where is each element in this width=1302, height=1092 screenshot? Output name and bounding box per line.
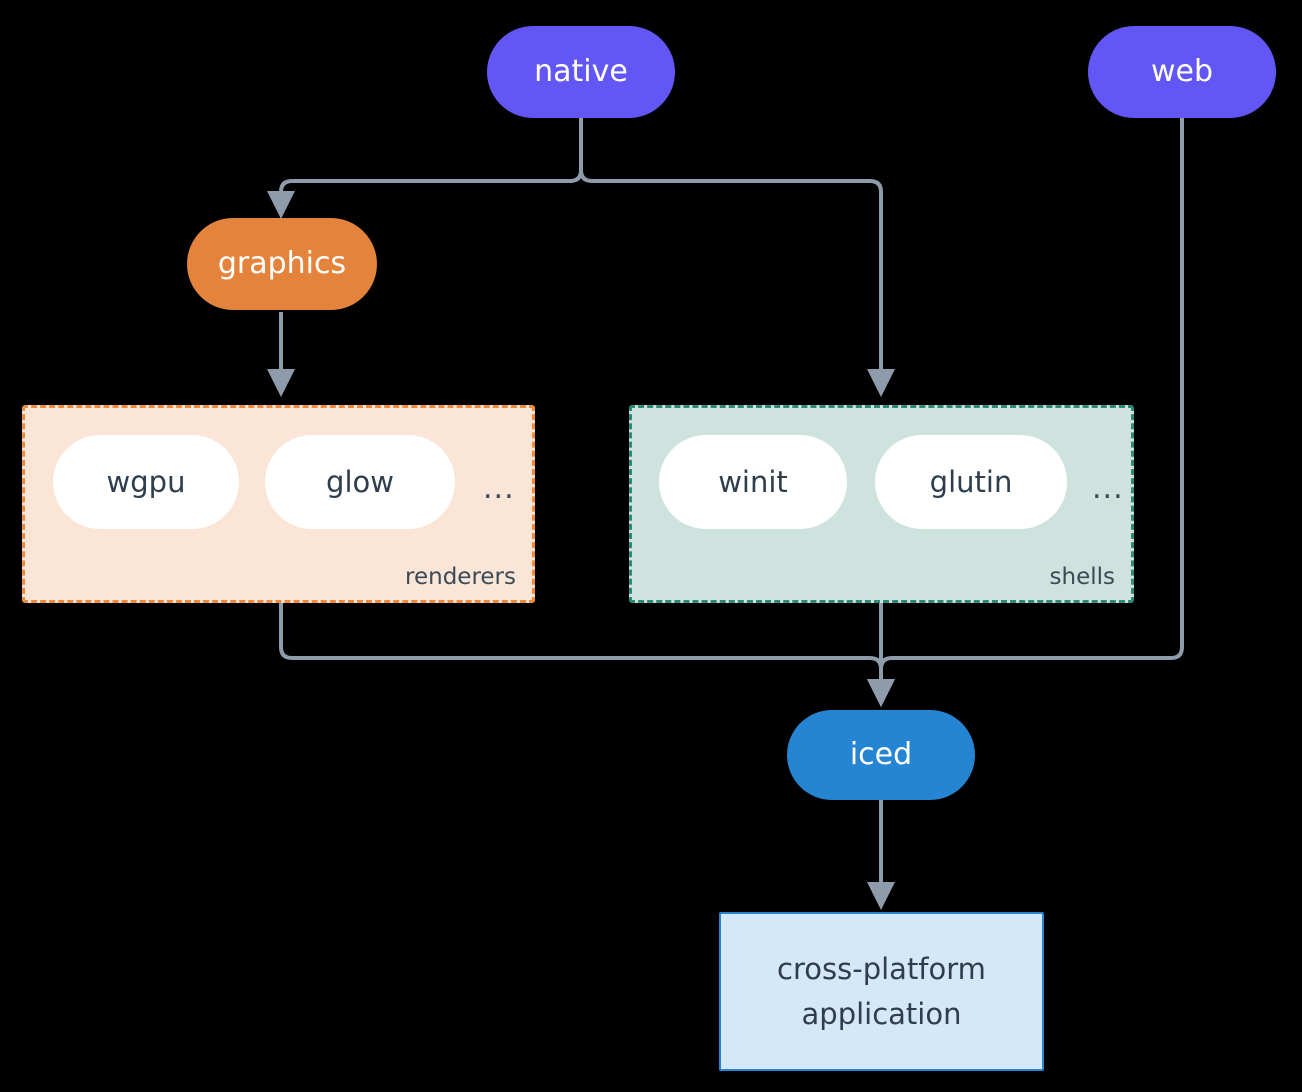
node-web[interactable]: web [1088,26,1276,118]
node-application-label-line2: application [801,996,962,1031]
cluster-renderers-item-glow-label: glow [326,465,394,499]
node-graphics-label: graphics [217,246,347,282]
edge-native-split [267,116,583,219]
cluster-renderers-item-wgpu[interactable]: wgpu [53,435,239,529]
node-graphics[interactable]: graphics [187,218,377,310]
cluster-shells-overflow-ellipsis: ... [1092,471,1124,506]
node-iced[interactable]: iced [787,710,975,800]
cluster-shells-item-winit-label: winit [718,465,788,499]
cluster-shells-item-glutin[interactable]: glutin [875,435,1067,529]
cluster-shells-item-glutin-label: glutin [929,465,1013,499]
node-web-label: web [1150,54,1214,90]
cluster-renderers-overflow-ellipsis: ... [483,471,515,506]
cluster-renderers-item-glow[interactable]: glow [265,435,455,529]
node-application-label-line1: cross-platform [777,951,986,986]
cluster-renderers-label: renderers [405,564,516,590]
cluster-renderers: wgpu glow ... renderers [22,405,535,603]
node-native-label: native [534,54,628,90]
cluster-shells-item-winit[interactable]: winit [659,435,847,529]
edge-renderers-iced [279,603,895,707]
cluster-shells-label: shells [1049,564,1115,590]
cluster-shells: winit glutin ... shells [629,405,1134,603]
node-application[interactable]: cross-platform application [719,912,1044,1071]
node-iced-label: iced [849,737,913,773]
edge-native-shells [579,116,895,397]
cluster-renderers-item-wgpu-label: wgpu [106,465,186,499]
node-native[interactable]: native [487,26,675,118]
